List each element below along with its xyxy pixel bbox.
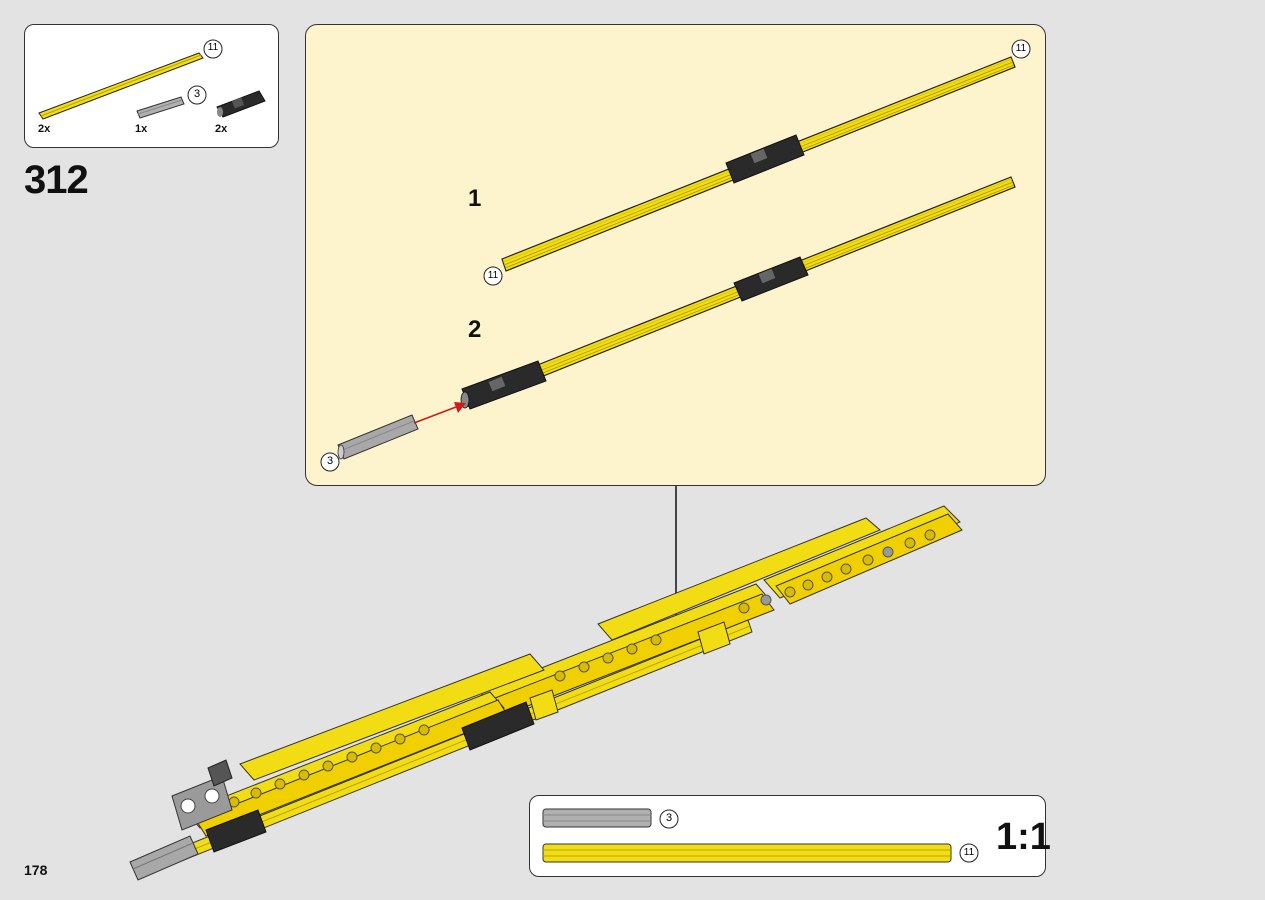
subassembly-callout-box: 11 11 3 1 2 [305, 24, 1046, 486]
substep-1-assembly [501, 56, 1016, 272]
scale-length-label: 11 [963, 847, 975, 858]
insert-arrow-icon [413, 402, 466, 424]
scale-drawing [542, 808, 979, 863]
substep-number: 2 [468, 316, 482, 343]
gray-axle [129, 835, 199, 881]
length-3-badge [320, 452, 340, 472]
callout-length-label: 3 [326, 455, 334, 467]
length-11-badge [959, 843, 979, 863]
yellow-beam [185, 653, 545, 837]
scale-length-label: 3 [665, 812, 673, 824]
black-connector-icon [216, 90, 266, 118]
parts-list-box: 11 3 2x 1x 2x [24, 24, 279, 148]
part-length-label: 11 [207, 42, 219, 53]
black-connector [205, 701, 535, 853]
yellow-axle-icon [38, 52, 204, 120]
callout-length-label: 11 [1015, 43, 1027, 54]
part-quantity: 2x [215, 123, 228, 135]
part-quantity: 1x [135, 123, 148, 135]
yellow-beam [597, 505, 961, 641]
callout-length-label: 11 [487, 270, 499, 281]
gray-axle-icon [136, 96, 185, 119]
length-11-badge [483, 266, 503, 286]
scale-reference-box: 3 11 1:1 [529, 795, 1051, 877]
part-quantity: 2x [38, 123, 51, 135]
scale-label: 1:1 [996, 816, 1051, 858]
part-length-label: 3 [193, 88, 201, 100]
parts-list-drawing [38, 39, 266, 120]
length-3-badge [659, 809, 679, 829]
length-11-badge [1011, 39, 1031, 59]
beam-holes [784, 529, 936, 598]
substep-number: 1 [468, 185, 482, 212]
substep-2-assembly [460, 176, 1016, 410]
page-number: 178 [24, 862, 48, 878]
yellow-bushing [529, 621, 731, 721]
subassembly-drawing [320, 39, 1031, 472]
gray-axle-scale-icon [542, 808, 652, 828]
length-11-badge [203, 39, 223, 59]
length-3-badge [187, 85, 207, 105]
gray-axle-icon [337, 414, 419, 460]
gray-connector-block [171, 759, 233, 831]
beam-holes [228, 594, 772, 808]
yellow-axle-scale-icon [542, 843, 952, 863]
step-number: 312 [24, 158, 89, 202]
